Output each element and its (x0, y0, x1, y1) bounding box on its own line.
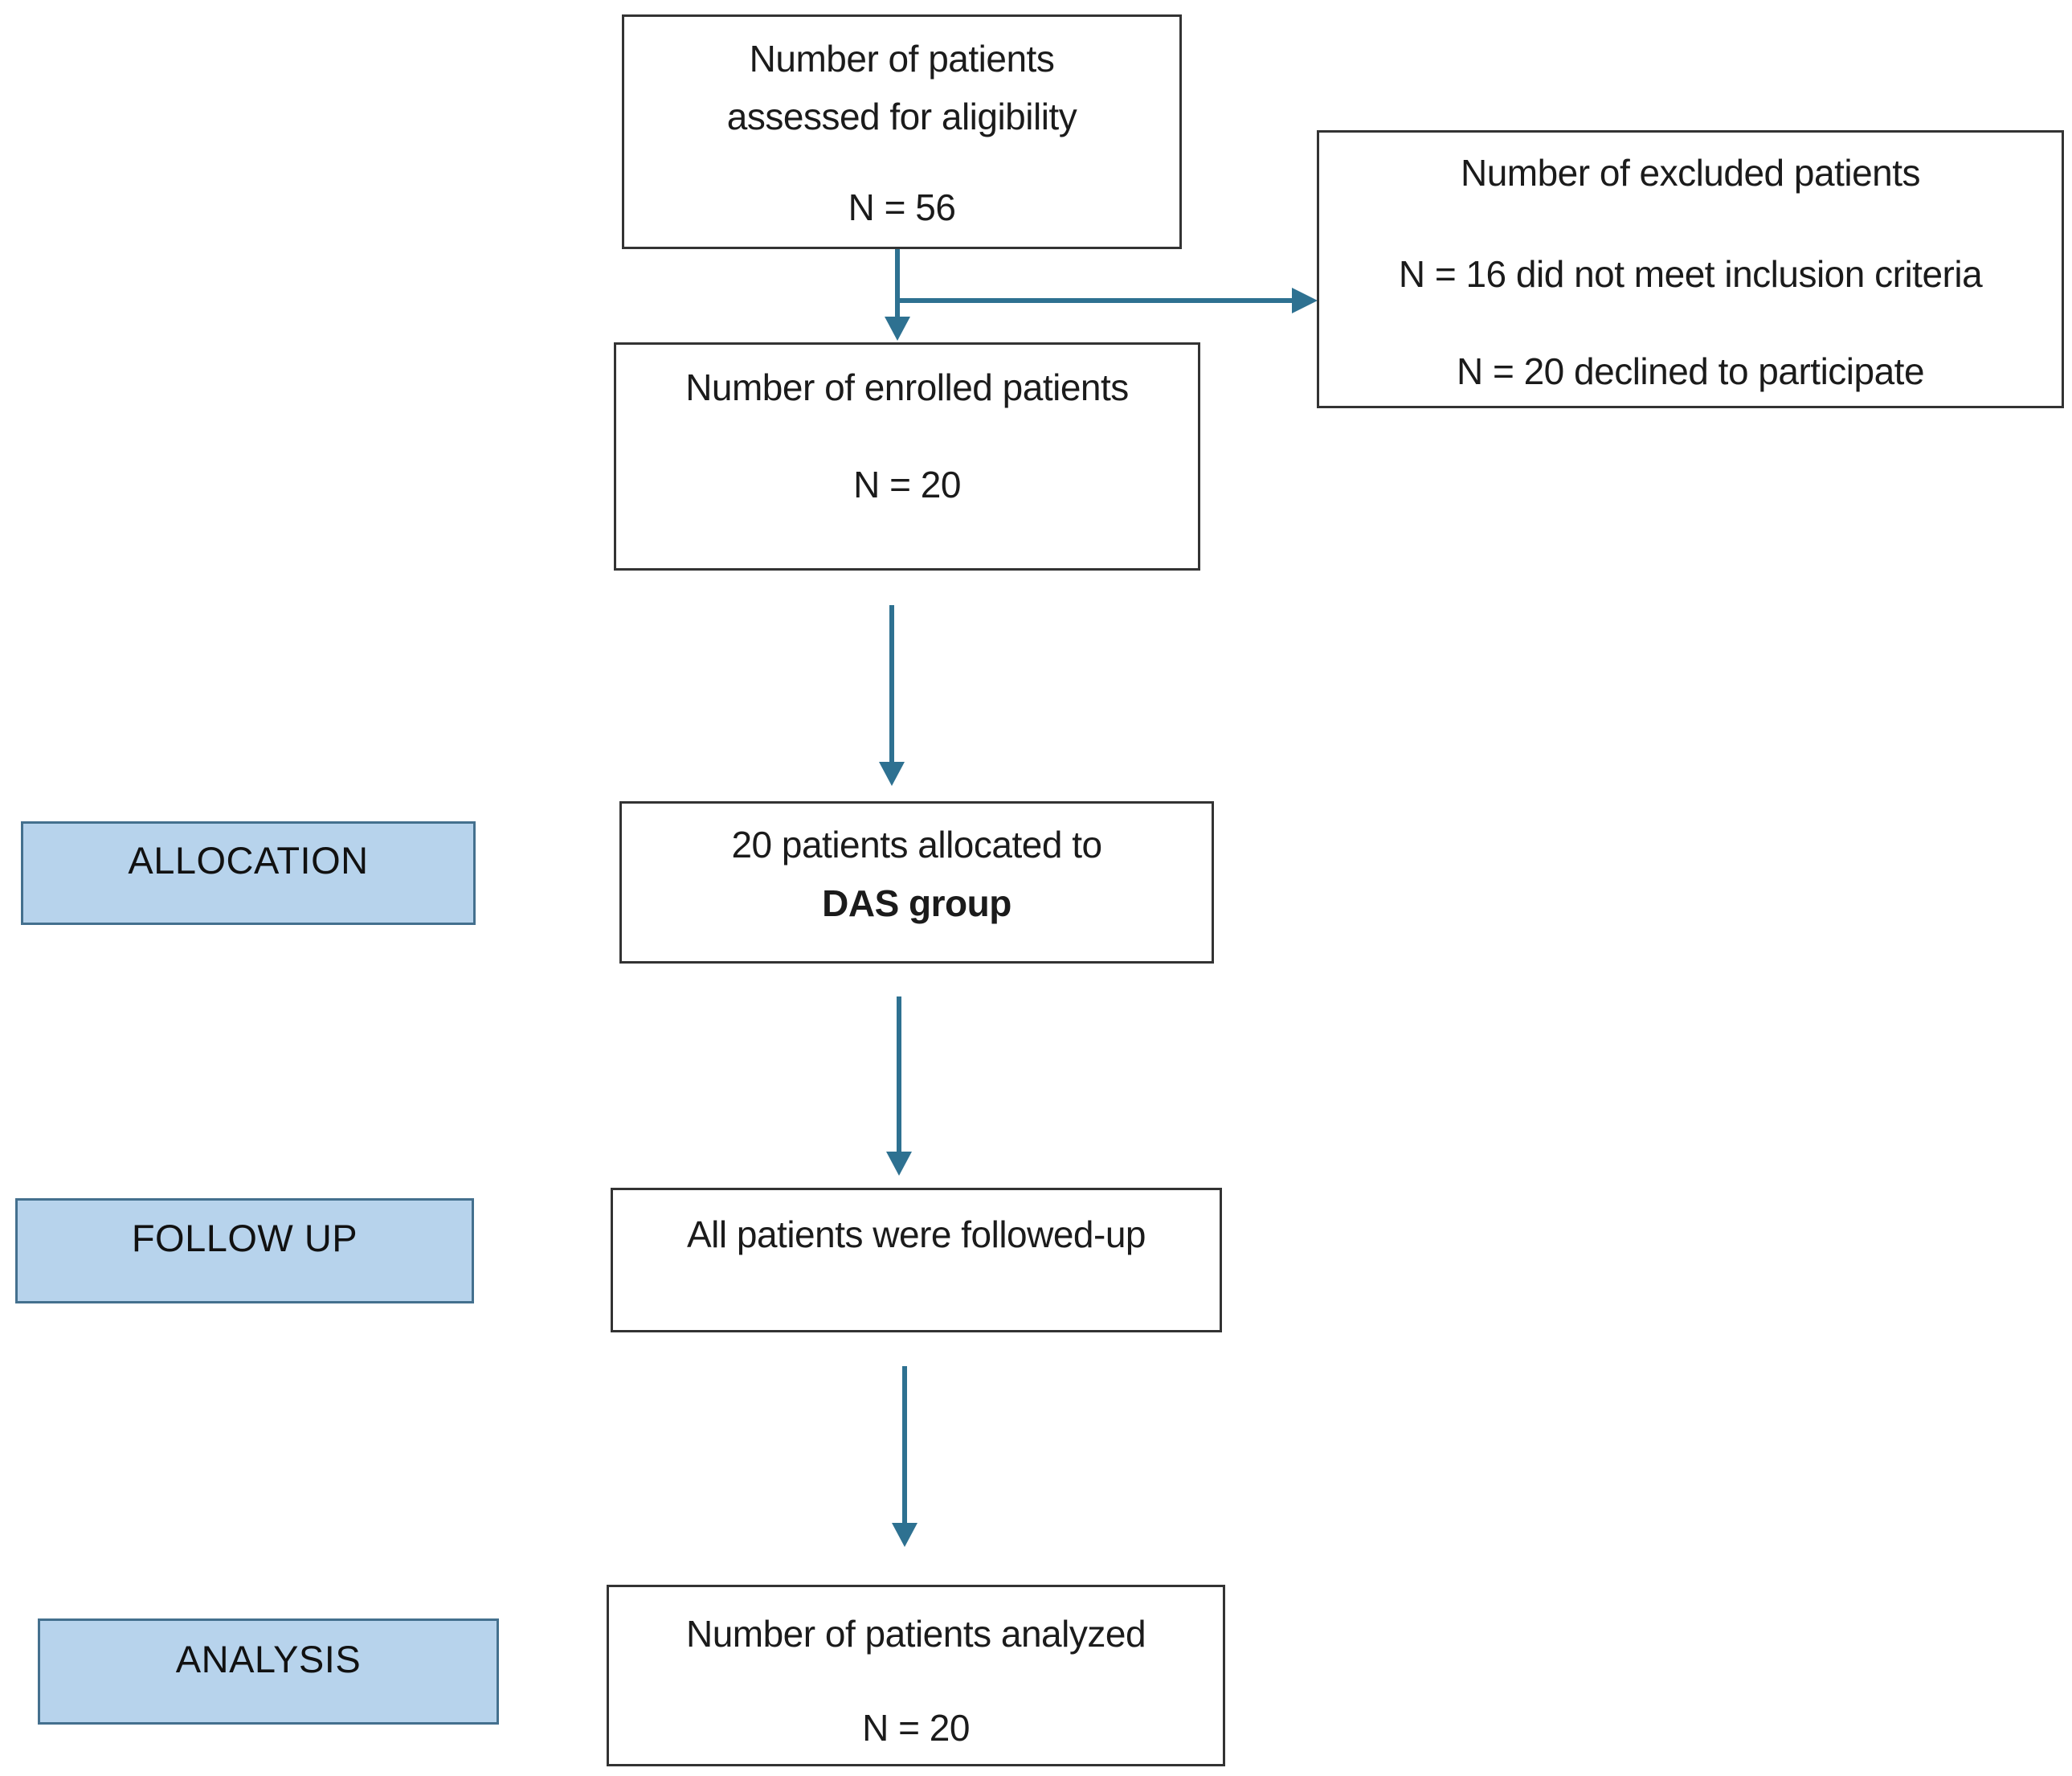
box-excluded-patients: Number of excluded patients N = 16 did n… (1317, 130, 2064, 408)
box-assessed-for-eligibility: Number of patients assessed for aligibil… (622, 14, 1182, 249)
stage-label-followup: FOLLOW UP (15, 1198, 474, 1303)
enrolled-count: N = 20 (853, 464, 961, 505)
box-patients-analyzed: Number of patients analyzed N = 20 (607, 1585, 1225, 1766)
assessed-count: N = 56 (848, 186, 956, 228)
arrow-assessed-to-enrolled-head (885, 317, 910, 341)
arrow-to-excluded-head (1292, 288, 1318, 313)
assessed-line1: Number of patients (749, 38, 1055, 80)
arrow-enrolled-to-allocation-head (879, 762, 905, 786)
stage-label-allocation: ALLOCATION (21, 821, 476, 925)
assessed-line2: assessed for aligibility (726, 96, 1077, 137)
box-followed-up: All patients were followed-up (611, 1188, 1222, 1332)
followup-line1: All patients were followed-up (686, 1213, 1146, 1255)
box-allocation-das-group: 20 patients allocated to DAS group (619, 801, 1214, 964)
excluded-reason-1: N = 16 did not meet inclusion criteria (1398, 253, 1983, 295)
analysis-count: N = 20 (862, 1707, 970, 1749)
excluded-title: Number of excluded patients (1460, 152, 1921, 194)
excluded-reason-2: N = 20 declined to participate (1456, 350, 1925, 392)
arrow-followup-to-analysis-head (892, 1523, 917, 1547)
arrow-allocation-to-followup-head (886, 1152, 912, 1176)
enrolled-line1: Number of enrolled patients (685, 366, 1129, 408)
stage-label-analysis: ANALYSIS (38, 1618, 499, 1725)
allocation-group: DAS group (822, 882, 1011, 924)
stage-label-followup-text: FOLLOW UP (131, 1217, 358, 1259)
analysis-line1: Number of patients analyzed (685, 1613, 1146, 1655)
stage-label-allocation-text: ALLOCATION (128, 839, 369, 882)
box-enrolled-patients: Number of enrolled patients N = 20 (614, 342, 1200, 571)
stage-label-analysis-text: ANALYSIS (175, 1637, 362, 1680)
allocation-line1: 20 patients allocated to (731, 824, 1102, 865)
